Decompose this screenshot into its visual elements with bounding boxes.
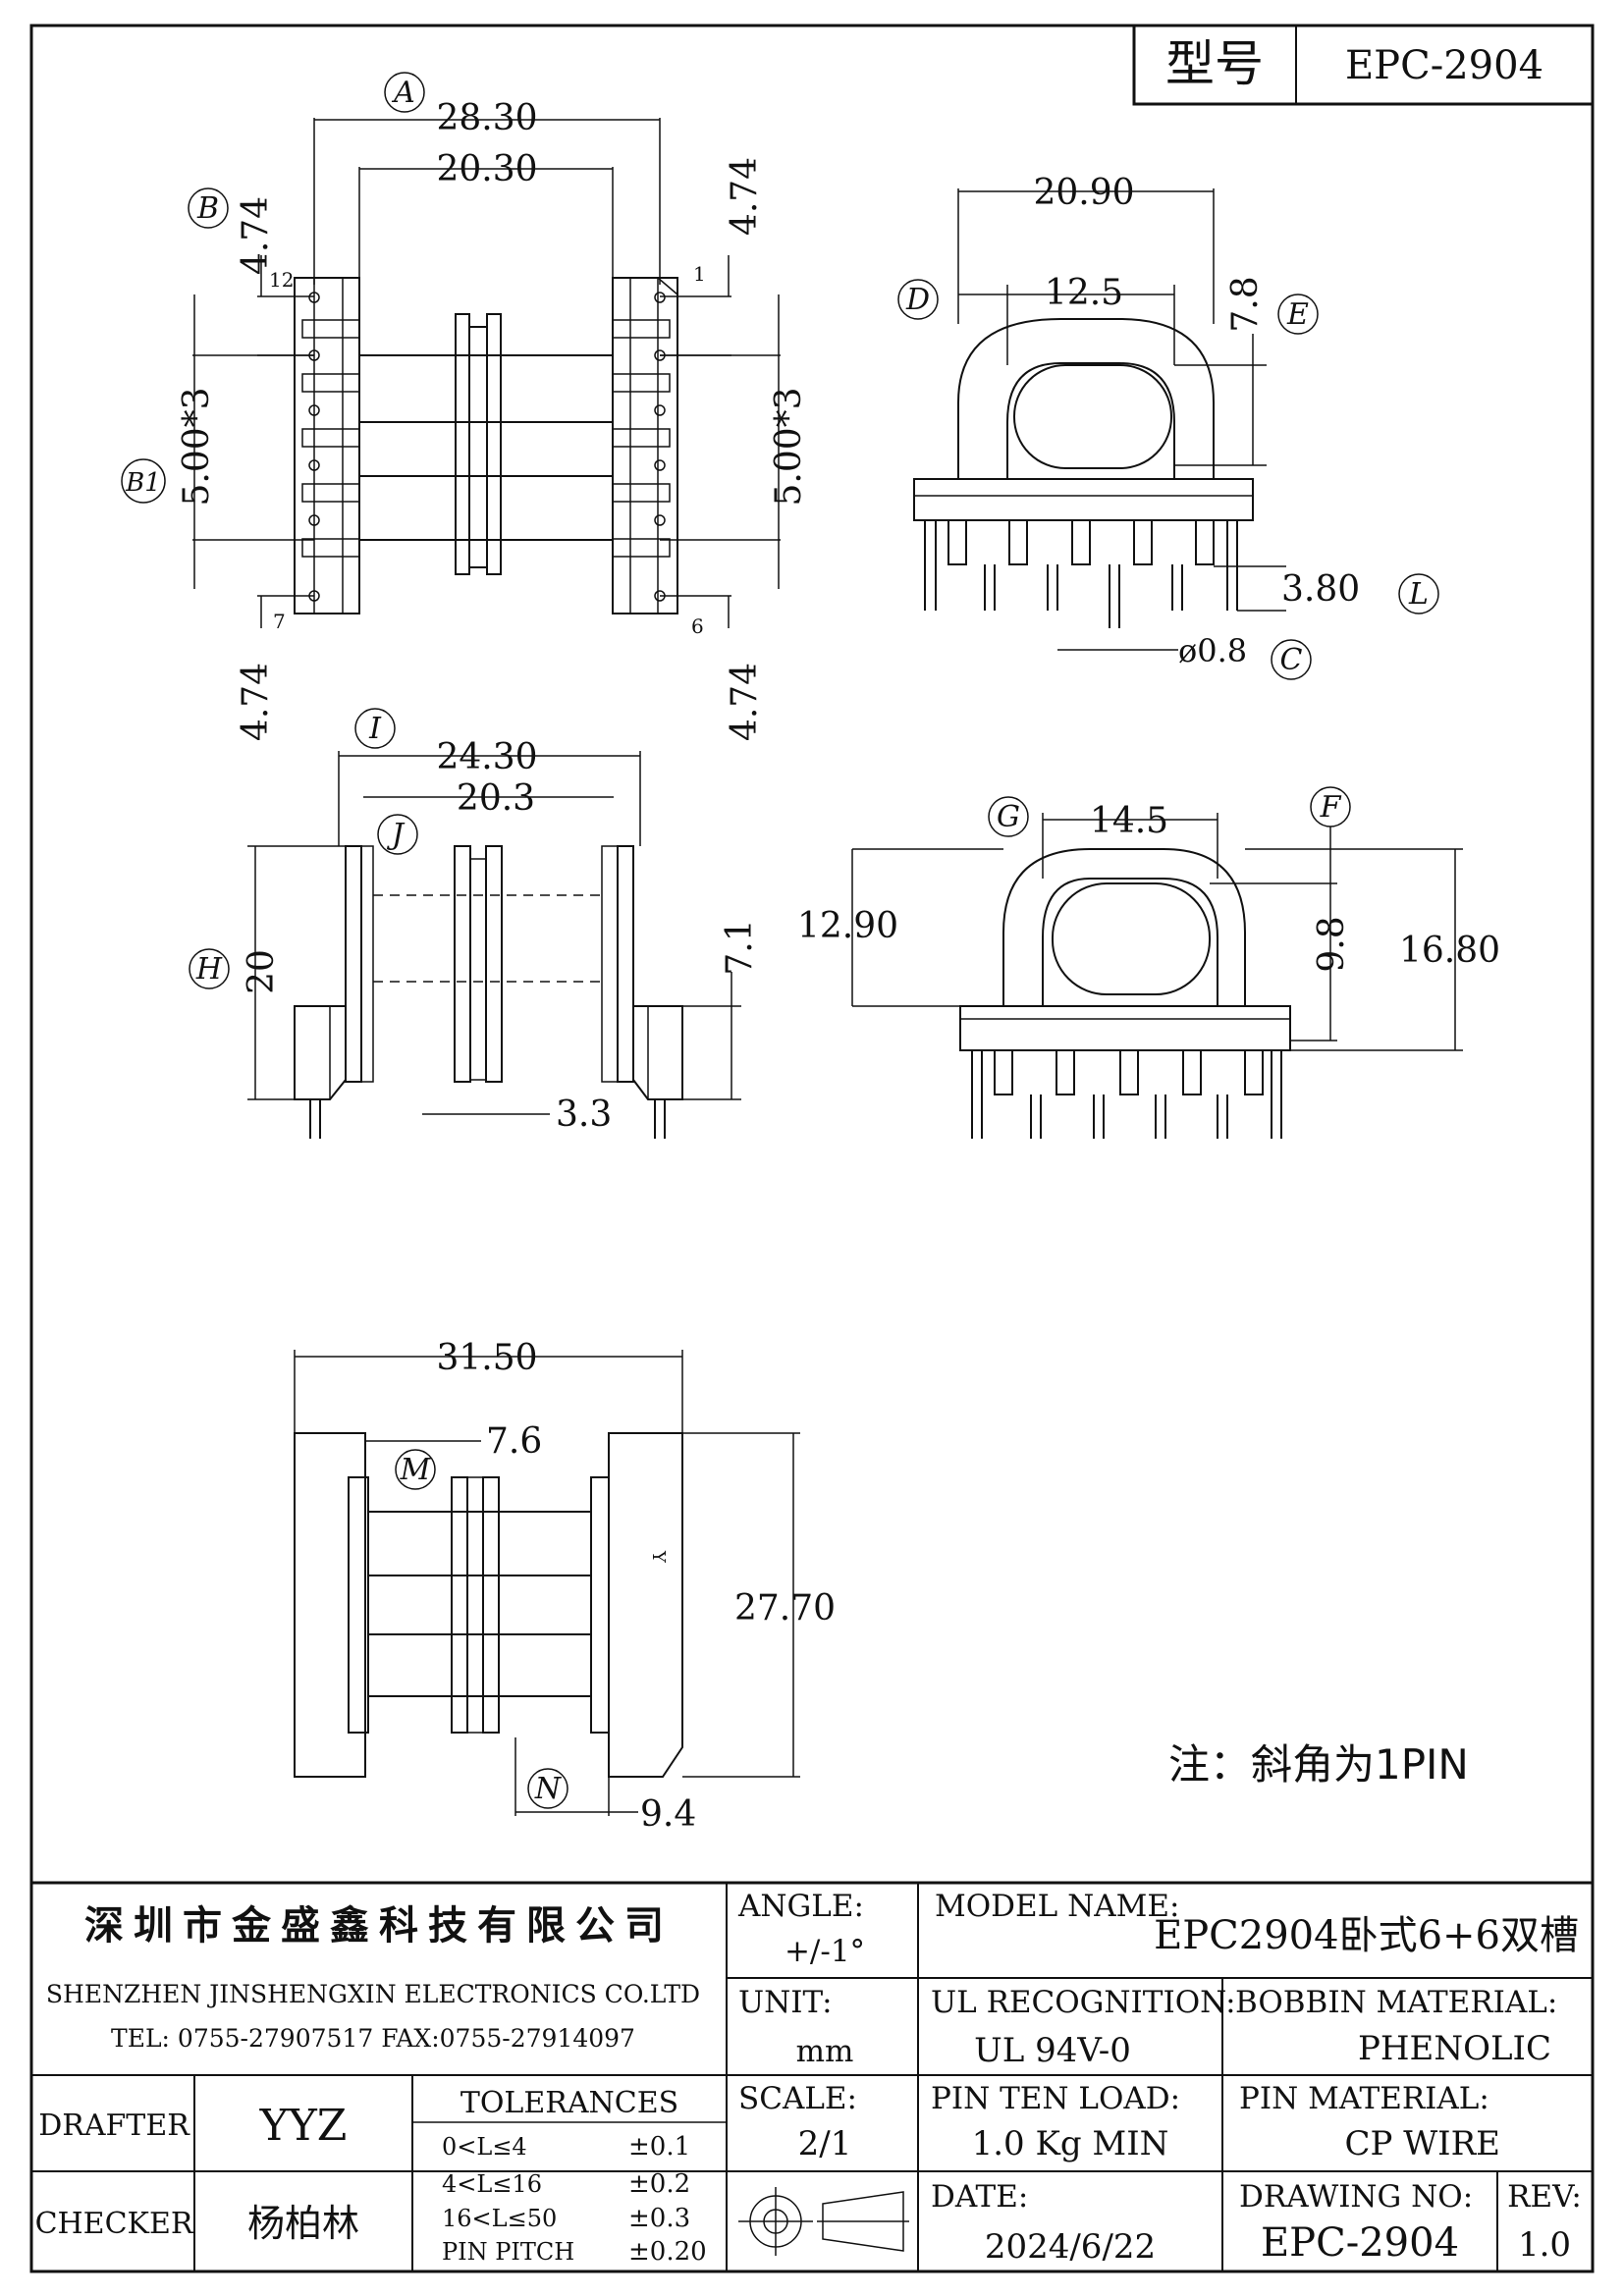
tol-range-2: 16<L≤50: [442, 2205, 557, 2232]
tol-value-3: ±0.20: [628, 2237, 707, 2267]
pin-12-label: 12: [269, 268, 294, 292]
checker-value: 杨柏林: [247, 2202, 359, 2245]
company-cn: 深圳市金盛鑫科技有限公司: [84, 1903, 674, 1949]
callout-a: A: [391, 76, 415, 110]
top-left-view: 28.30 20.30 4.74 4.74 5.00*3 4.74 4.74 5…: [121, 72, 809, 741]
drafter-label: DRAFTER: [38, 2109, 190, 2143]
model-name-value: EPC2904卧式6+6双槽: [1154, 1913, 1579, 1958]
ul-value: UL 94V-0: [974, 2031, 1131, 2070]
middle-left-view: 24.30 20.3 20 7.1 3.3 I J H: [189, 708, 760, 1139]
bobbin-value: PHENOLIC: [1358, 2029, 1551, 2068]
angle-label: ANGLE:: [737, 1889, 864, 1924]
drawing-no-label: DRAWING NO:: [1239, 2179, 1473, 2215]
dim-c: ø0.8: [1178, 632, 1247, 669]
dim-b-bottom-right: 4.74: [725, 663, 765, 741]
callout-i: I: [368, 712, 382, 746]
dim-3-3: 3.3: [556, 1095, 612, 1135]
callout-f: F: [1320, 790, 1342, 825]
tol-value-0: ±0.1: [628, 2132, 690, 2162]
pitch-right: 5.00*3: [769, 387, 809, 506]
pin-7-label: 7: [273, 610, 286, 633]
dim-h: 20: [242, 949, 282, 994]
pin-6-label: 6: [691, 614, 704, 638]
pitch-left: 5.00*3: [177, 387, 217, 506]
tolerances-label: TOLERANCES: [460, 2086, 678, 2120]
title-block: 深圳市金盛鑫科技有限公司 SHENZHEN JINSHENGXIN ELECTR…: [29, 1881, 1595, 2273]
unit-value: mm: [796, 2034, 854, 2069]
middle-right-view: 14.5 12.90 9.8 16.80 G F: [797, 786, 1500, 1139]
dim-a-value: 28.30: [436, 98, 537, 138]
bobbin-label: BOBBIN MATERIAL:: [1235, 1985, 1557, 2020]
ul-label: UL RECOGNITION:: [931, 1985, 1236, 2020]
dim-g: 14.5: [1090, 801, 1168, 841]
scale-label: SCALE:: [738, 2081, 857, 2116]
pin-load-value: 1.0 Kg MIN: [972, 2124, 1169, 2163]
dim-bottom-width: 31.50: [436, 1338, 537, 1378]
date-value: 2024/6/22: [985, 2227, 1156, 2267]
drafter-value: YYZ: [259, 2101, 348, 2151]
dim-n: 9.4: [640, 1794, 696, 1835]
rev-label: REV:: [1507, 2179, 1582, 2215]
tol-value-2: ±0.3: [628, 2204, 690, 2233]
callout-g: G: [997, 800, 1020, 834]
callout-c: C: [1280, 643, 1303, 677]
unit-label: UNIT:: [738, 1985, 833, 2020]
date-label: DATE:: [931, 2179, 1028, 2215]
dim-e: 7.8: [1225, 276, 1266, 332]
mark-y: Y: [648, 1550, 669, 1564]
callout-d: D: [905, 283, 930, 317]
drawing-no-value: EPC-2904: [1261, 2220, 1459, 2266]
pin-1-label: 1: [693, 262, 706, 286]
dim-7-1: 7.1: [720, 919, 760, 975]
checker-label: CHECKER: [35, 2207, 194, 2241]
callout-b: B: [196, 191, 219, 226]
dim-window: 12.5: [1045, 273, 1123, 313]
tel-fax: TEL: 0755-27907517 FAX:0755-27914097: [111, 2024, 635, 2053]
tol-range-1: 4<L≤16: [442, 2170, 542, 2198]
title-box-label: 型号: [1165, 35, 1264, 92]
dim-12-90: 12.90: [797, 906, 898, 946]
title-box-model: EPC-2904: [1345, 43, 1543, 88]
callout-m: M: [400, 1453, 432, 1487]
dim-l: 3.80: [1281, 569, 1360, 610]
note-text: 注：斜角为1PIN: [1168, 1740, 1469, 1789]
dim-j: 20.3: [457, 778, 535, 819]
rev-value: 1.0: [1518, 2225, 1571, 2265]
dim-bottom-height: 27.70: [734, 1588, 836, 1629]
callout-e: E: [1286, 297, 1309, 332]
dim-b-top-left: 4.74: [236, 196, 276, 275]
pin-material-value: CP WIRE: [1345, 2124, 1501, 2163]
dim-b-top-right: 4.74: [725, 157, 765, 236]
callout-b1: B1: [125, 468, 161, 498]
pin-material-label: PIN MATERIAL:: [1239, 2081, 1489, 2116]
dim-top-width: 20.90: [1033, 173, 1134, 213]
callout-n: N: [534, 1772, 563, 1806]
angle-value: +/-1°: [785, 1934, 865, 1969]
pin-load-label: PIN TEN LOAD:: [931, 2081, 1180, 2116]
callout-h: H: [195, 952, 223, 987]
callout-l: L: [1408, 577, 1429, 612]
bottom-view: 31.50 7.6 27.70 9.4 Y M N: [294, 1338, 836, 1835]
tol-range-0: 0<L≤4: [442, 2133, 527, 2161]
model-name-label: MODEL NAME:: [935, 1889, 1179, 1924]
dim-i: 24.30: [436, 737, 537, 777]
dim-9-8: 9.8: [1312, 916, 1352, 972]
top-right-view: 20.90 12.5 7.8 3.80 ø0.8 D E L C: [897, 173, 1439, 680]
tol-range-3: PIN PITCH: [442, 2238, 574, 2266]
dim-m: 7.6: [486, 1421, 542, 1462]
model-title-box: 型号 EPC-2904: [1132, 24, 1595, 106]
dim-inner-value: 20.30: [436, 149, 537, 189]
tol-value-1: ±0.2: [628, 2169, 690, 2199]
dim-16-80: 16.80: [1399, 931, 1500, 971]
projection-symbol-icon: [738, 2187, 909, 2256]
scale-value: 2/1: [798, 2124, 852, 2163]
dim-b-bottom-left: 4.74: [236, 663, 276, 741]
company-en: SHENZHEN JINSHENGXIN ELECTRONICS CO.LTD: [46, 1980, 700, 2008]
